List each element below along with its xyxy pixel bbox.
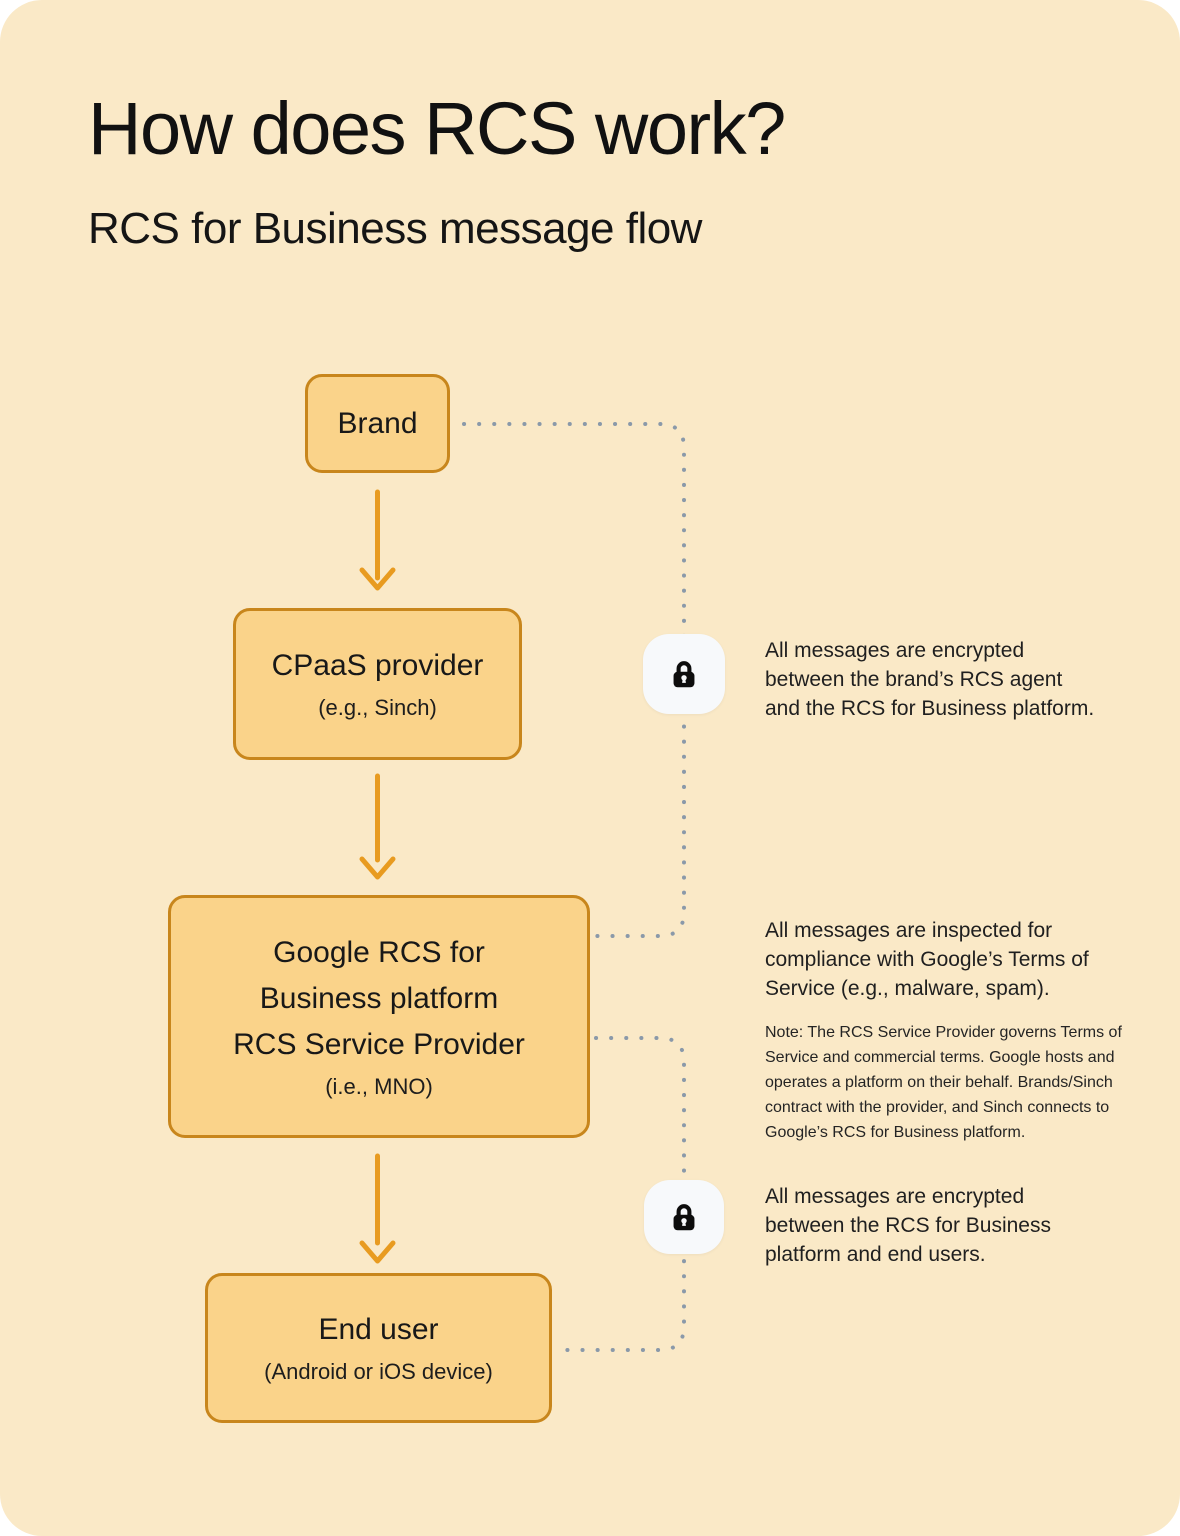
flow-node-enduser-label: End user: [318, 1313, 439, 1346]
flow-node-google-label: Google RCS for Business platform RCS Ser…: [233, 935, 525, 1061]
annotation-encrypted-platform-endusers: All messages are encrypted between the R…: [765, 1185, 1051, 1266]
flow-node-enduser-sublabel: (Android or iOS device): [264, 1359, 493, 1384]
encryption-badge-bottom: [644, 1180, 724, 1254]
flow-node-brand-label: Brand: [337, 406, 418, 440]
page-subtitle: RCS for Business message flow: [88, 204, 702, 253]
encryption-badge-top: [643, 634, 725, 714]
lock-icon: [673, 1204, 695, 1231]
flow-node-brand: Brand: [305, 374, 450, 473]
flow-node-cpaas-sublabel: (e.g., Sinch): [318, 695, 437, 720]
flow-node-google-sublabel: (i.e., MNO): [325, 1073, 433, 1099]
lock-icon: [673, 661, 695, 688]
flow-node-cpaas-label: CPaaS provider: [271, 649, 484, 682]
flow-node-end-user: End user (Android or iOS device): [205, 1273, 552, 1423]
arrow-brand-to-cpaas: [359, 489, 396, 591]
page-title: How does RCS work?: [88, 87, 786, 170]
annotation-compliance-inspection: All messages are inspected for complianc…: [765, 919, 1089, 1000]
arrow-platform-to-enduser: [359, 1153, 396, 1264]
annotation-encrypted-brand-platform: All messages are encrypted between the b…: [765, 639, 1095, 720]
arrow-cpaas-to-platform: [359, 773, 396, 880]
flow-node-google-rcs-platform: Google RCS for Business platform RCS Ser…: [168, 895, 590, 1138]
flow-node-cpaas-provider: CPaaS provider (e.g., Sinch): [233, 608, 522, 760]
annotation-provider-note: Note: The RCS Service Provider governs T…: [765, 1024, 1122, 1141]
